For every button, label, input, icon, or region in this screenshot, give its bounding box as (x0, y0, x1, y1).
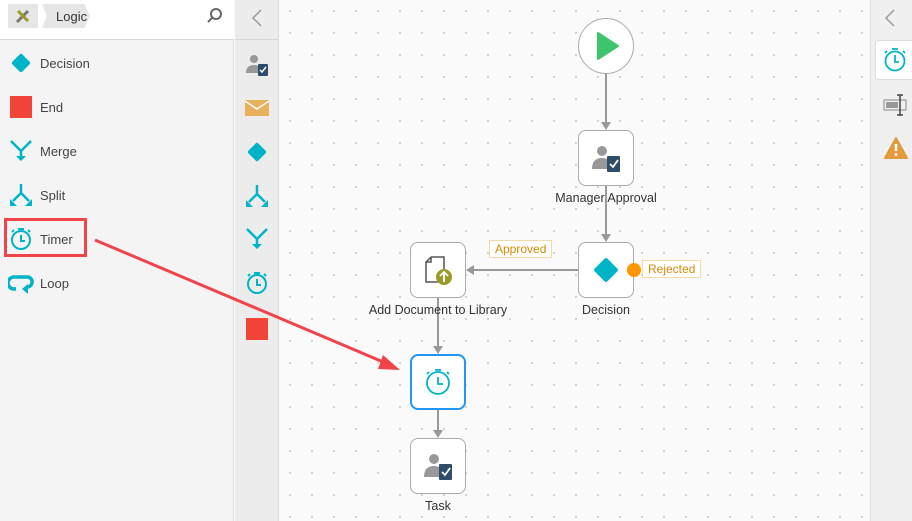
timer-highlight-box (4, 218, 87, 257)
item-label: Split (40, 187, 66, 203)
node-label: Decision (582, 303, 630, 317)
start-node[interactable] (578, 18, 634, 74)
node-add-document[interactable] (410, 242, 466, 298)
envelope-icon (245, 100, 269, 116)
toolbox-item-end[interactable]: End (0, 85, 234, 129)
strip-email[interactable] (235, 99, 279, 117)
node-label: Manager Approval (555, 191, 657, 205)
collapse-left-button[interactable] (235, 8, 279, 32)
item-label: Loop (40, 275, 69, 291)
tools-breadcrumb[interactable] (8, 4, 38, 28)
breadcrumb-logic[interactable]: Logic (42, 4, 90, 28)
merge-icon (10, 140, 32, 161)
split-icon (246, 185, 268, 207)
breadcrumb-label: Logic (56, 8, 88, 24)
strip-decision[interactable] (235, 140, 279, 164)
timer-properties-tab[interactable] (875, 40, 912, 80)
chevron-left-icon (884, 9, 895, 27)
node-manager-approval[interactable] (578, 130, 634, 186)
node-task[interactable] (410, 438, 466, 494)
item-label: Timer (40, 231, 73, 247)
branch-label-approved[interactable]: Approved (489, 240, 553, 258)
node-timer-selected[interactable] (410, 354, 466, 410)
rejected-connector-dot[interactable] (627, 263, 641, 277)
item-label: Merge (40, 143, 77, 159)
warnings-tab[interactable] (884, 137, 908, 162)
timer-icon (426, 369, 450, 395)
user-task-icon (424, 454, 452, 480)
tools-icon (15, 9, 30, 24)
properties-panel (870, 0, 912, 521)
toolbox-item-timer[interactable]: Timer (0, 217, 234, 261)
end-square-icon (10, 96, 32, 118)
timer-icon (11, 228, 31, 250)
rename-field-icon (883, 94, 907, 116)
diamond-icon (11, 53, 31, 73)
node-label: Task (425, 499, 451, 513)
toolbox-item-merge[interactable]: Merge (0, 129, 234, 173)
strip-assign-task[interactable] (235, 53, 279, 77)
toolbox-item-decision[interactable]: Decision (0, 41, 234, 85)
toolbox-header: Logic (0, 0, 234, 40)
play-icon (597, 32, 619, 60)
collapse-right-button[interactable] (883, 8, 897, 31)
branch-label-rejected[interactable]: Rejected (642, 260, 702, 278)
diamond-icon (594, 258, 618, 282)
node-decision[interactable] (578, 242, 634, 298)
document-upload-icon (425, 256, 452, 285)
search-icon[interactable] (206, 7, 224, 25)
split-icon (10, 184, 32, 206)
timer-icon (884, 48, 906, 72)
item-label: Decision (40, 55, 90, 71)
diamond-icon (247, 142, 267, 162)
node-label: Add Document to Library (368, 303, 508, 317)
chevron-left-icon (251, 9, 262, 27)
rename-tab[interactable] (883, 94, 909, 119)
loop-icon (8, 275, 34, 294)
toolbox-item-split[interactable]: Split (0, 173, 234, 217)
warning-icon (884, 137, 908, 159)
toolbox-item-loop[interactable]: Loop (0, 261, 234, 305)
user-task-icon (246, 55, 268, 76)
item-label: End (40, 99, 64, 115)
user-task-icon (592, 146, 620, 172)
strip-split[interactable] (235, 184, 279, 208)
